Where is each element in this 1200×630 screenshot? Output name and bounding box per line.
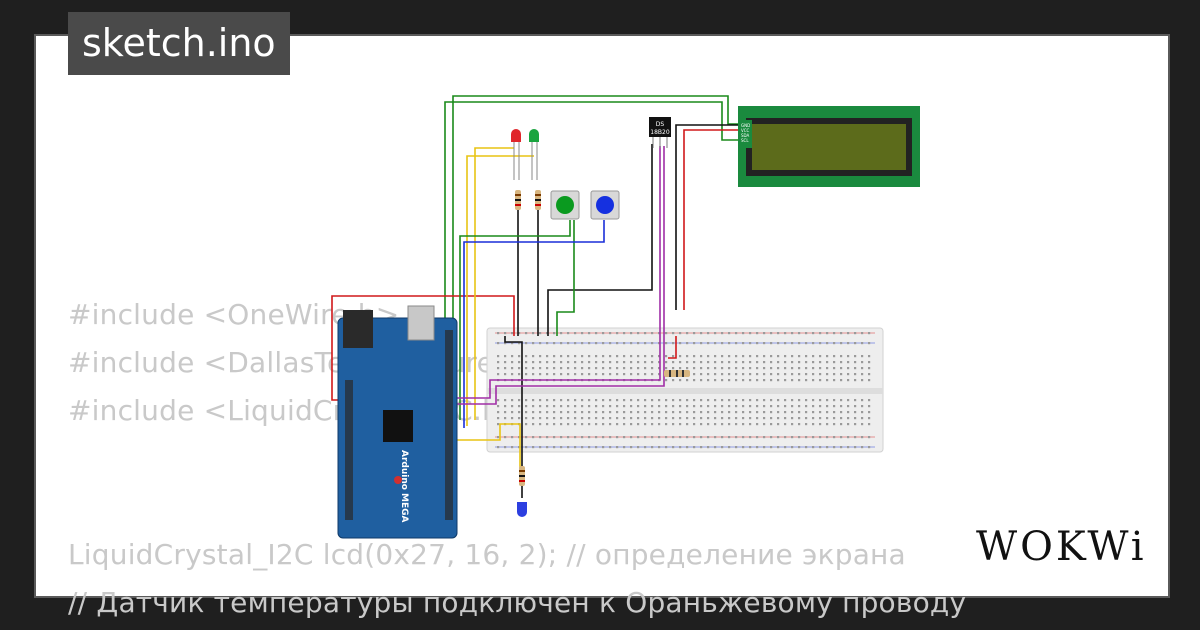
sensor-label-2: 18B20 xyxy=(650,129,670,136)
code-line-5: // Датчик температуры подключен к Ораньж… xyxy=(68,586,967,619)
lcd-pin-gnd: GND xyxy=(741,123,750,128)
canvas-card xyxy=(34,34,1170,598)
led-green[interactable] xyxy=(529,129,539,180)
wire-purple-2 xyxy=(457,146,665,405)
temperature-sensor[interactable]: DS 18B20 xyxy=(649,117,671,148)
resistor-blue-led[interactable] xyxy=(519,466,525,486)
sensor-label-1: DS xyxy=(656,121,665,128)
arduino-mega[interactable]: Arduino MEGA xyxy=(337,305,458,539)
wire-green-button xyxy=(459,220,571,420)
wire-red-power xyxy=(331,295,515,401)
lcd-pin-sda: SDA xyxy=(741,133,750,138)
svg-text:Arduino MEGA: Arduino MEGA xyxy=(399,450,409,523)
wire-green-lcd-2 xyxy=(444,101,740,378)
code-line-4: LiquidCrystal_I2C lcd(0x27, 16, 2); // о… xyxy=(68,538,906,571)
wire-green-lcd-1 xyxy=(452,95,740,372)
lcd-pin-vcc: VCC xyxy=(741,128,750,133)
wire-black-mega xyxy=(504,336,523,498)
wire-blue-button xyxy=(463,220,605,428)
lcd-display[interactable]: GND VCC SDA SCL xyxy=(738,106,920,187)
button-blue[interactable] xyxy=(590,190,620,220)
resistor-red-led[interactable] xyxy=(515,190,521,210)
wire-yellow-1 xyxy=(474,147,514,420)
lcd-pin-scl: SCL xyxy=(741,138,749,143)
led-red[interactable] xyxy=(511,129,521,180)
led-blue[interactable] xyxy=(517,502,527,517)
resistor-green-led[interactable] xyxy=(535,190,541,210)
resistor-pullup[interactable] xyxy=(664,370,690,377)
wire-yellow-2 xyxy=(466,155,534,426)
wire-purple-1 xyxy=(457,146,661,399)
wire-red-lcd xyxy=(683,129,740,310)
wire-black-gnd xyxy=(547,144,653,336)
wire-yellow-3 xyxy=(457,423,521,470)
wire-black-lcd xyxy=(675,124,741,310)
button-green[interactable] xyxy=(550,190,580,220)
filename-tab[interactable]: sketch.ino xyxy=(68,12,290,75)
wire-red-bb xyxy=(668,336,677,359)
wire-green-bb xyxy=(556,220,575,336)
code-line-2: #include <DallasTemperature.h> xyxy=(68,346,545,379)
wokwi-logo: WOKWi xyxy=(976,524,1147,570)
breadboard[interactable] xyxy=(486,327,884,453)
wires xyxy=(331,95,741,498)
